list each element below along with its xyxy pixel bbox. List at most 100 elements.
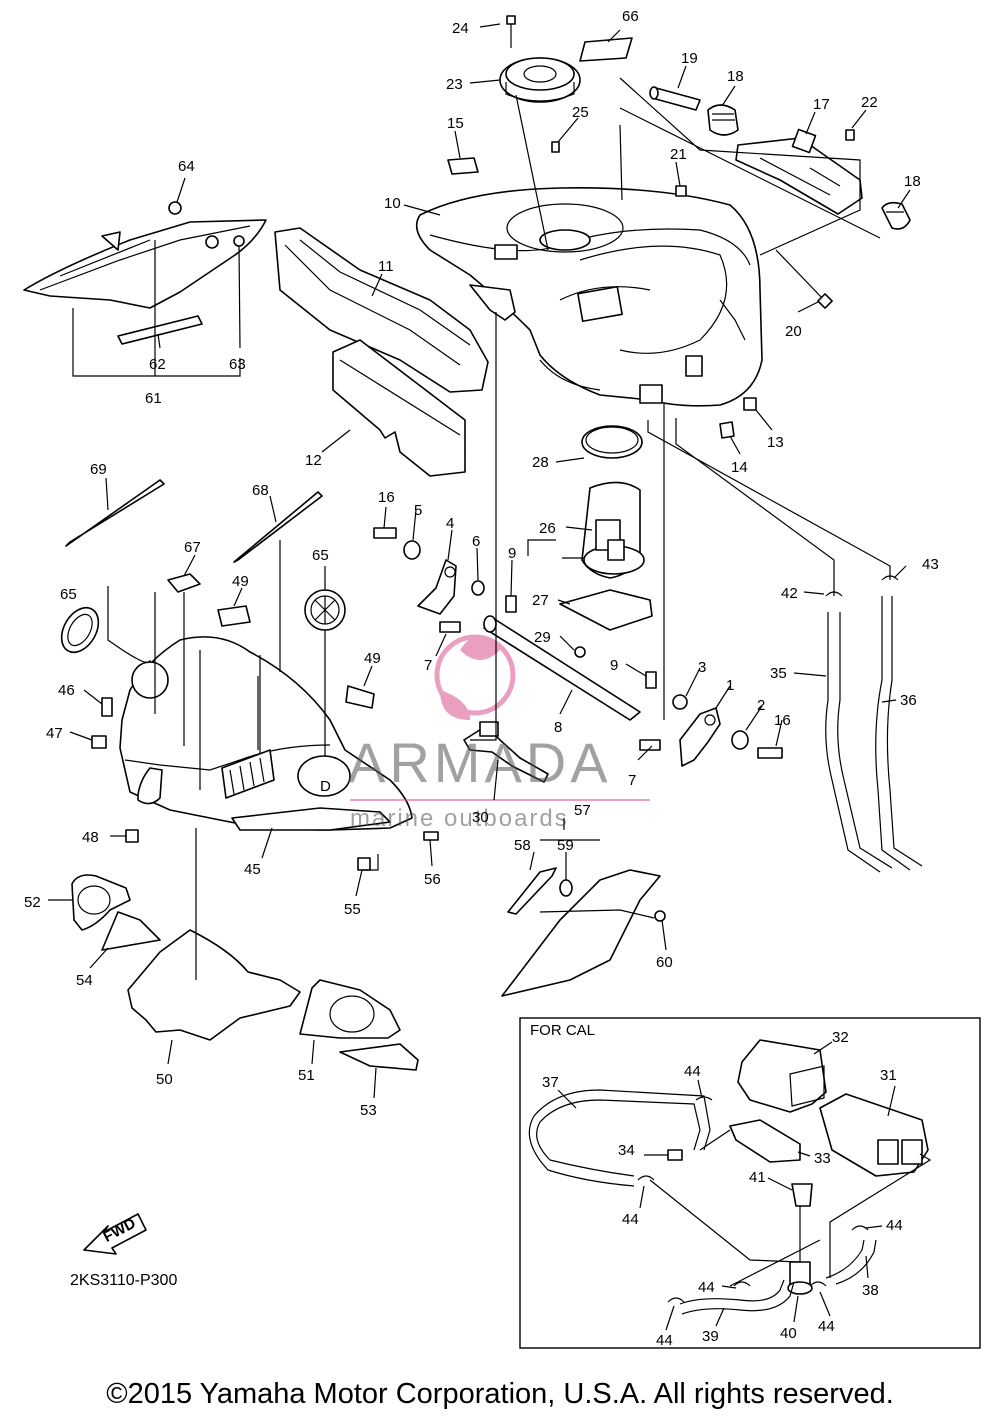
callout-34: 34 bbox=[618, 1142, 635, 1159]
callout-41: 41 bbox=[749, 1169, 766, 1186]
shaft-8 bbox=[483, 615, 641, 721]
clip-44c bbox=[851, 1225, 869, 1231]
callout-59: 59 bbox=[557, 837, 574, 854]
clip-44b bbox=[637, 1175, 655, 1181]
drawing-code: 2KS3110-P300 bbox=[70, 1272, 178, 1289]
callout-33: 33 bbox=[814, 1150, 831, 1167]
screw-46 bbox=[101, 697, 113, 717]
emblem-65a bbox=[60, 606, 100, 654]
clip-44d bbox=[733, 1281, 751, 1287]
bracket-33 bbox=[729, 1119, 801, 1163]
callout-40: 40 bbox=[780, 1325, 797, 1342]
pad bbox=[447, 157, 479, 175]
callout-39: 39 bbox=[702, 1328, 719, 1345]
callout-51: 51 bbox=[298, 1067, 315, 1084]
callout-66: 66 bbox=[622, 8, 639, 25]
hose-36 bbox=[875, 596, 923, 871]
cover-51 bbox=[299, 979, 401, 1039]
leader-lines bbox=[48, 23, 932, 1331]
callout-5: 5 bbox=[414, 502, 422, 519]
graphic-68 bbox=[233, 491, 323, 563]
callout-50: 50 bbox=[156, 1071, 173, 1088]
nut-47 bbox=[91, 735, 107, 749]
bolt-9b bbox=[645, 671, 657, 689]
callout-27: 27 bbox=[532, 592, 549, 609]
callout-36: 36 bbox=[900, 692, 917, 709]
part-67 bbox=[167, 573, 201, 593]
air-duct bbox=[274, 227, 489, 393]
copyright-notice: ©2015 Yamaha Motor Corporation, U.S.A. A… bbox=[106, 1378, 894, 1410]
callout-65b: 65 bbox=[312, 547, 329, 564]
collar-3 bbox=[672, 694, 688, 710]
callout-16: 16 bbox=[378, 489, 395, 506]
callout-17: 17 bbox=[813, 96, 830, 113]
gasket-28 bbox=[581, 425, 643, 459]
watermark-brand: ARMADA bbox=[348, 731, 612, 794]
callout-11: 11 bbox=[378, 258, 394, 275]
damper-13 bbox=[743, 397, 757, 411]
clip-44e bbox=[667, 1297, 685, 1303]
callout-19: 19 bbox=[681, 50, 698, 67]
fwd-arrow-icon: FWD bbox=[83, 1213, 147, 1255]
callout-31: 31 bbox=[880, 1067, 897, 1084]
bolt-9a bbox=[505, 595, 517, 613]
watermark: ARMADA marine outboards bbox=[348, 634, 650, 832]
bolt-34 bbox=[667, 1149, 683, 1161]
washer-6 bbox=[471, 580, 485, 596]
tank-mark: D bbox=[320, 778, 331, 795]
clip-41 bbox=[791, 1183, 813, 1207]
bolt-16a bbox=[373, 527, 397, 539]
callout-26: 26 bbox=[539, 520, 556, 537]
inset-frame bbox=[519, 1017, 981, 1349]
hose-38 bbox=[825, 1239, 877, 1285]
callout-64: 64 bbox=[178, 158, 195, 175]
pad-49a bbox=[217, 605, 251, 627]
callout-9b: 9 bbox=[610, 657, 618, 674]
callout-8: 8 bbox=[554, 719, 562, 736]
callout-62: 62 bbox=[149, 356, 166, 373]
bolt-29 bbox=[574, 646, 586, 658]
callout-1: 1 bbox=[726, 677, 734, 694]
callout-6: 6 bbox=[472, 533, 480, 550]
side-panel-61 bbox=[23, 219, 267, 309]
callout-25: 25 bbox=[572, 104, 589, 121]
callout-47: 47 bbox=[46, 725, 63, 742]
fuel-tank bbox=[415, 187, 763, 407]
hose-19 bbox=[649, 86, 701, 111]
clip-44f bbox=[809, 1281, 827, 1287]
callout-16b: 16 bbox=[774, 712, 791, 729]
collar-5 bbox=[403, 540, 421, 560]
callout-38: 38 bbox=[862, 1282, 879, 1299]
cover-50 bbox=[127, 929, 301, 1041]
callout-60: 60 bbox=[656, 954, 673, 971]
bolt-7b bbox=[639, 739, 661, 751]
callout-18: 18 bbox=[727, 68, 744, 85]
damper-14 bbox=[719, 421, 735, 439]
callout-22: 22 bbox=[861, 94, 878, 111]
collar-63 bbox=[233, 235, 245, 247]
callout-12: 12 bbox=[305, 452, 322, 469]
hose-37 bbox=[528, 1089, 711, 1187]
callout-23: 23 bbox=[446, 76, 463, 93]
callout-54: 54 bbox=[76, 972, 93, 989]
callout-67: 67 bbox=[184, 539, 201, 556]
callout-24: 24 bbox=[452, 20, 469, 37]
callout-49b: 49 bbox=[364, 650, 381, 667]
clip-44a bbox=[695, 1096, 713, 1101]
side-cover-12 bbox=[332, 339, 466, 477]
bolt-16b bbox=[757, 747, 783, 759]
plate-27 bbox=[559, 589, 653, 631]
pad-49b bbox=[345, 685, 375, 709]
bolt-20 bbox=[775, 249, 833, 309]
callout-55: 55 bbox=[344, 901, 361, 918]
inset-label: FOR CAL bbox=[530, 1022, 596, 1039]
callout-52: 52 bbox=[24, 894, 41, 911]
label-sheet bbox=[579, 37, 633, 62]
callout-28: 28 bbox=[532, 454, 549, 471]
cover-54 bbox=[101, 911, 161, 951]
emblem-65b bbox=[304, 589, 346, 631]
hose-39 bbox=[679, 1279, 795, 1315]
grommet-64 bbox=[168, 201, 182, 215]
bolt-7a bbox=[439, 621, 461, 633]
cover-52 bbox=[71, 874, 131, 931]
